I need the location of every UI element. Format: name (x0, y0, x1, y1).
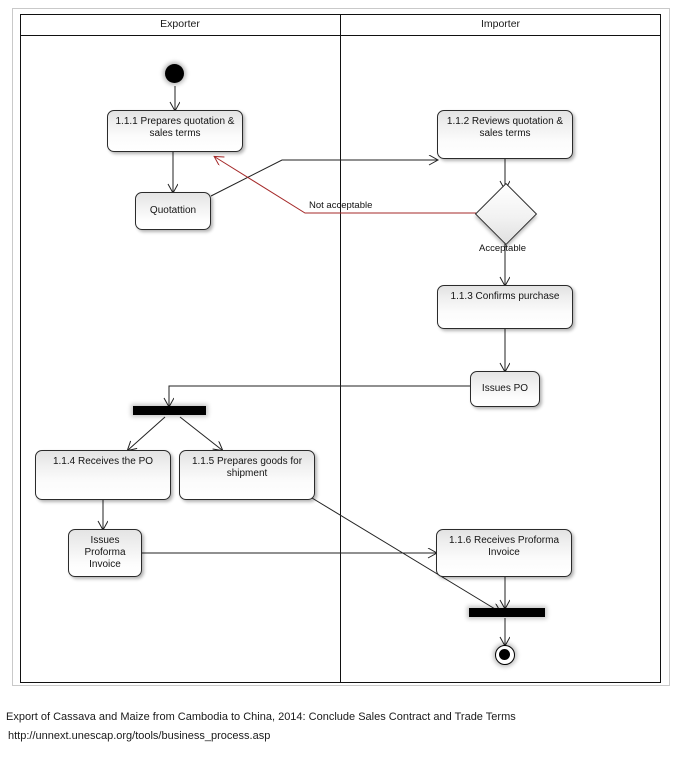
initial-node (165, 64, 184, 83)
activity-1-1-3[interactable]: 1.1.3 Confirms purchase (437, 285, 573, 329)
object-issues-po[interactable]: Issues PO (470, 371, 540, 407)
activity-1-1-5[interactable]: 1.1.5 Prepares goods for shipment (179, 450, 315, 500)
swimlane-header-importer: Importer (480, 18, 521, 30)
fork-bar (133, 406, 206, 415)
join-bar (469, 608, 545, 617)
final-node (495, 645, 515, 665)
decision-acceptable[interactable] (474, 182, 538, 246)
edge-label-acceptable: Acceptable (479, 243, 527, 254)
caption-source-url: http://unnext.unescap.org/tools/business… (8, 730, 271, 742)
activity-1-1-2[interactable]: 1.1.2 Reviews quotation & sales terms (437, 110, 573, 159)
page-border (12, 8, 670, 686)
decision-diamond-shape (474, 182, 538, 246)
caption-title: Export of Cassava and Maize from Cambodi… (6, 711, 516, 723)
swimlane-header-exporter: Exporter (160, 18, 200, 30)
swimlane-divider (340, 14, 342, 683)
activity-1-1-4[interactable]: 1.1.4 Receives the PO (35, 450, 171, 500)
object-quotation[interactable]: Quotattion (135, 192, 211, 230)
edge-label-not-acceptable: Not acceptable (309, 200, 373, 211)
object-issues-proforma-invoice[interactable]: Issues Proforma Invoice (68, 529, 142, 577)
activity-1-1-6[interactable]: 1.1.6 Receives Proforma Invoice (436, 529, 572, 577)
activity-1-1-1[interactable]: 1.1.1 Prepares quotation & sales terms (107, 110, 243, 152)
